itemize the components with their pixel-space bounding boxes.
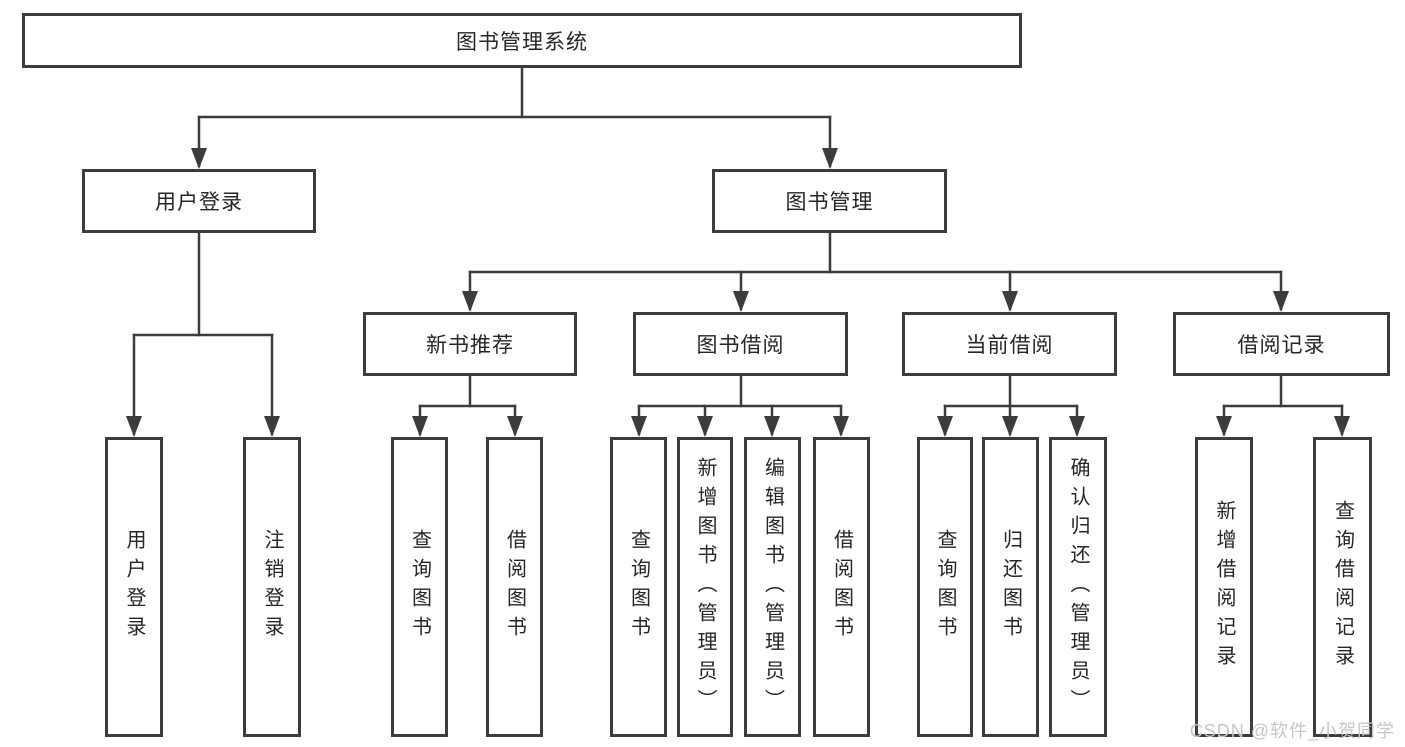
node-label: 借阅图书 (830, 529, 853, 645)
leaf-logout: 注销登录 (243, 437, 301, 737)
leaf-add-borrow-record: 新增借阅记录 (1195, 437, 1253, 737)
node-label: 确认归还（管理员） (1067, 456, 1089, 718)
node-label: 图书借阅 (696, 334, 785, 357)
node-label: 编辑图书（管理员） (761, 456, 784, 718)
node-label: 查询图书 (934, 529, 956, 645)
node-label: 新书推荐 (426, 334, 514, 357)
node-label: 查询图书 (627, 529, 650, 645)
node-label: 图书管理系统 (456, 30, 588, 54)
node-borrow-records: 借阅记录 (1173, 312, 1390, 376)
leaf-query-books-current: 查询图书 (917, 437, 973, 737)
node-label: 用户登录 (123, 529, 145, 645)
node-label: 图书管理 (785, 191, 874, 214)
node-label: 归还图书 (999, 529, 1022, 645)
leaf-user-login: 用户登录 (105, 437, 163, 737)
node-book-management-group: 图书管理 (712, 169, 947, 233)
node-label: 当前借阅 (965, 334, 1054, 357)
node-label: 查询借阅记录 (1331, 500, 1354, 674)
node-label: 用户登录 (155, 191, 243, 214)
node-label: 新增图书（管理员） (694, 456, 716, 718)
node-label: 查询图书 (408, 529, 431, 645)
node-label: 注销登录 (261, 529, 283, 645)
leaf-borrow-books: 借阅图书 (813, 437, 870, 737)
leaf-return-book: 归还图书 (982, 437, 1039, 737)
leaf-borrow-books-recommend: 借阅图书 (486, 437, 543, 737)
node-label: 借阅图书 (503, 529, 526, 645)
leaf-confirm-return-admin: 确认归还（管理员） (1049, 437, 1107, 737)
node-user-login-group: 用户登录 (82, 169, 316, 233)
leaf-edit-book-admin: 编辑图书（管理员） (744, 437, 801, 737)
leaf-query-borrow-record: 查询借阅记录 (1313, 437, 1372, 737)
node-book-borrow: 图书借阅 (633, 312, 848, 376)
csdn-watermark: CSDN @软件_小贺同学 (1189, 721, 1395, 741)
leaf-add-book-admin: 新增图书（管理员） (677, 437, 733, 737)
node-current-borrow: 当前借阅 (902, 312, 1117, 376)
node-label: 新增借阅记录 (1213, 500, 1235, 674)
leaf-query-books-borrow: 查询图书 (610, 437, 667, 737)
node-new-book-recommend: 新书推荐 (363, 312, 577, 376)
node-label: 借阅记录 (1237, 334, 1326, 357)
arrowheads (126, 148, 1350, 437)
leaf-query-books-recommend: 查询图书 (391, 437, 448, 737)
node-root: 图书管理系统 (22, 13, 1022, 68)
